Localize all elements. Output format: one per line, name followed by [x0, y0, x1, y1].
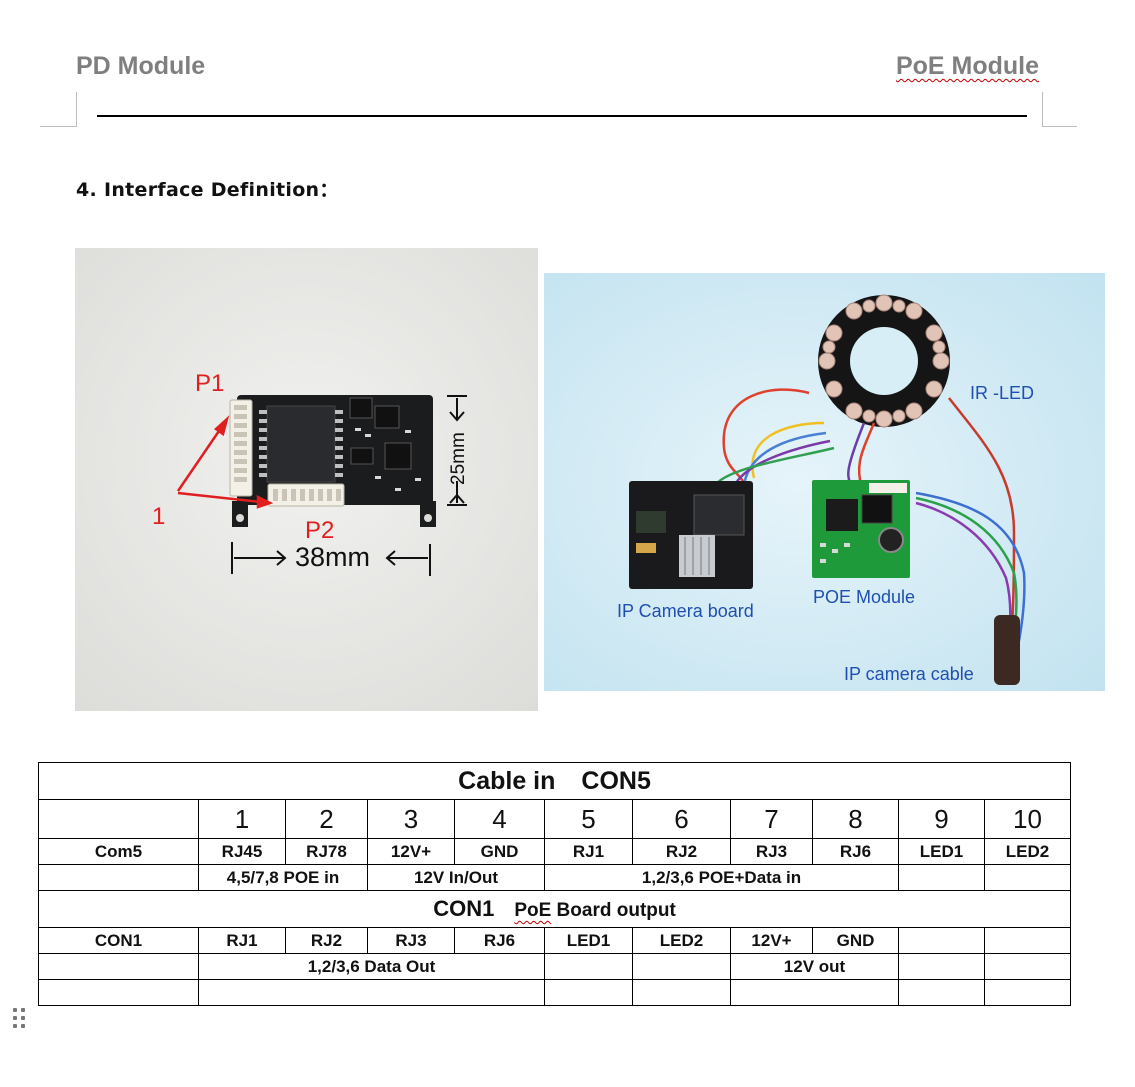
- con5-title-row: Cable in CON5: [37, 762, 1072, 800]
- label-height: 25mm: [448, 432, 469, 485]
- empty-cell: [898, 979, 985, 1006]
- con5-pin-row: Com5 RJ45 RJ78 12V+ GND RJ1 RJ2 RJ3 RJ6 …: [38, 838, 1072, 865]
- camera-setup-illustration: IR -LED IP Camera board POE Module IP ca…: [544, 273, 1105, 691]
- pin-number: 1: [198, 799, 286, 839]
- con5-label: Com5: [38, 838, 199, 865]
- con1-pin: RJ6: [454, 927, 545, 954]
- con5-pin: LED1: [898, 838, 985, 865]
- con5-pin: RJ78: [285, 838, 368, 865]
- label-camera-cable: IP camera cable: [844, 664, 974, 684]
- con5-group-poe-data: 1,2/3,6 POE+Data in: [544, 864, 899, 891]
- con1-title-poe: PoE: [514, 900, 552, 921]
- pin-number: 2: [285, 799, 368, 839]
- drag-handle-icon[interactable]: [13, 1008, 27, 1032]
- label-p2: P2: [305, 517, 334, 544]
- interface-definition-table: Cable in CON5 1 2 3 4 5 6 7 8 9 10 Com5 R…: [37, 762, 1072, 1006]
- connector-p2: [267, 483, 345, 507]
- con1-group-blank: [898, 953, 985, 980]
- con5-group-blank: [983, 864, 1072, 891]
- con1-pin: 12V+: [730, 927, 813, 954]
- con1-group-blank: [632, 953, 731, 980]
- con1-group-blank: [544, 953, 633, 980]
- con5-title-cell: Cable in CON5: [37, 762, 1072, 800]
- pin-number: 8: [812, 799, 899, 839]
- con1-label: CON1: [38, 927, 199, 954]
- pin-number: 4: [454, 799, 545, 839]
- crop-mark-left: [40, 92, 77, 127]
- pin-number-blank: [38, 799, 199, 839]
- label-pin1: 1: [152, 503, 165, 530]
- width-dimension-line: [231, 542, 431, 576]
- con1-pin: [898, 927, 985, 954]
- con5-pin: GND: [454, 838, 545, 865]
- con1-title-row: CON1 PoE Board output: [37, 890, 1072, 928]
- con5-title-code: CON5: [581, 766, 651, 795]
- con1-group-blank: [38, 953, 199, 980]
- label-p1: P1: [195, 370, 224, 397]
- con1-pin: [983, 927, 1072, 954]
- pd-module-photo: P1 1 P2 38mm 25mm: [75, 248, 538, 711]
- pin-number: 5: [544, 799, 633, 839]
- con5-pin: RJ2: [632, 838, 731, 865]
- empty-cell: [198, 979, 545, 1006]
- crop-mark-right: [1042, 92, 1077, 127]
- label-camera-board: IP Camera board: [617, 601, 754, 621]
- con1-pin: RJ3: [367, 927, 455, 954]
- con5-title-text: Cable in: [458, 766, 556, 795]
- empty-row: [38, 979, 1072, 1006]
- pin-number-row: 1 2 3 4 5 6 7 8 9 10: [38, 799, 1072, 839]
- camera-setup-photo: IR -LED IP Camera board POE Module IP ca…: [544, 273, 1105, 691]
- header-right-text: PoE Module: [895, 52, 1039, 80]
- con1-group-blank: [983, 953, 1072, 980]
- label-poe-module: POE Module: [813, 587, 915, 607]
- pin-number: 10: [983, 799, 1072, 839]
- con1-pin: RJ1: [198, 927, 286, 954]
- section-heading: 4. Interface Definition：: [76, 179, 339, 201]
- con5-group-12v: 12V In/Out: [367, 864, 545, 891]
- con1-pin: LED2: [632, 927, 731, 954]
- label-ir-led: IR -LED: [970, 383, 1034, 403]
- con5-group-blank: [898, 864, 985, 891]
- con5-group-row: 4,5/7,8 POE in 12V In/Out 1,2/3,6 POE+Da…: [38, 864, 1072, 891]
- con5-pin: RJ45: [198, 838, 286, 865]
- con1-title-code: CON1: [433, 896, 495, 921]
- pin-number: 7: [730, 799, 813, 839]
- con1-group-12v-out: 12V out: [730, 953, 899, 980]
- empty-cell: [632, 979, 731, 1006]
- header-right-title: PoE Module: [896, 52, 1039, 81]
- pd-module-illustration: P1 1 P2 38mm 25mm: [75, 248, 538, 711]
- empty-cell: [38, 979, 199, 1006]
- label-width: 38mm: [295, 542, 370, 572]
- con5-pin: RJ1: [544, 838, 633, 865]
- empty-cell: [983, 979, 1072, 1006]
- con1-title-rest: Board output: [551, 900, 676, 921]
- con5-pin: LED2: [983, 838, 1072, 865]
- con1-pin: GND: [812, 927, 899, 954]
- con5-group-blank: [38, 864, 199, 891]
- con5-pin: RJ6: [812, 838, 899, 865]
- pin-number: 6: [632, 799, 731, 839]
- header-rule: [97, 115, 1027, 117]
- pin-number: 3: [367, 799, 455, 839]
- pin1-arrows: [176, 415, 274, 509]
- camera-cable: [994, 615, 1020, 685]
- con1-pin-row: CON1 RJ1 RJ2 RJ3 RJ6 LED1 LED2 12V+ GND: [38, 927, 1072, 954]
- con1-pin: LED1: [544, 927, 633, 954]
- header-left-title: PD Module: [76, 52, 206, 80]
- con1-group-row: 1,2/3,6 Data Out 12V out: [38, 953, 1072, 980]
- transformer-chip: [266, 405, 336, 483]
- con5-pin: 12V+: [367, 838, 455, 865]
- empty-cell: [544, 979, 633, 1006]
- con1-pin: RJ2: [285, 927, 368, 954]
- height-dimension-line: [447, 395, 467, 506]
- con1-title-sub: PoE Board output: [514, 900, 675, 921]
- con5-pin: RJ3: [730, 838, 813, 865]
- empty-cell: [730, 979, 899, 1006]
- con1-group-data-out: 1,2/3,6 Data Out: [198, 953, 545, 980]
- pin-number: 9: [898, 799, 985, 839]
- con1-title-cell: CON1 PoE Board output: [37, 890, 1072, 928]
- ir-led-ring: [818, 294, 950, 428]
- con5-group-poe-in: 4,5/7,8 POE in: [198, 864, 368, 891]
